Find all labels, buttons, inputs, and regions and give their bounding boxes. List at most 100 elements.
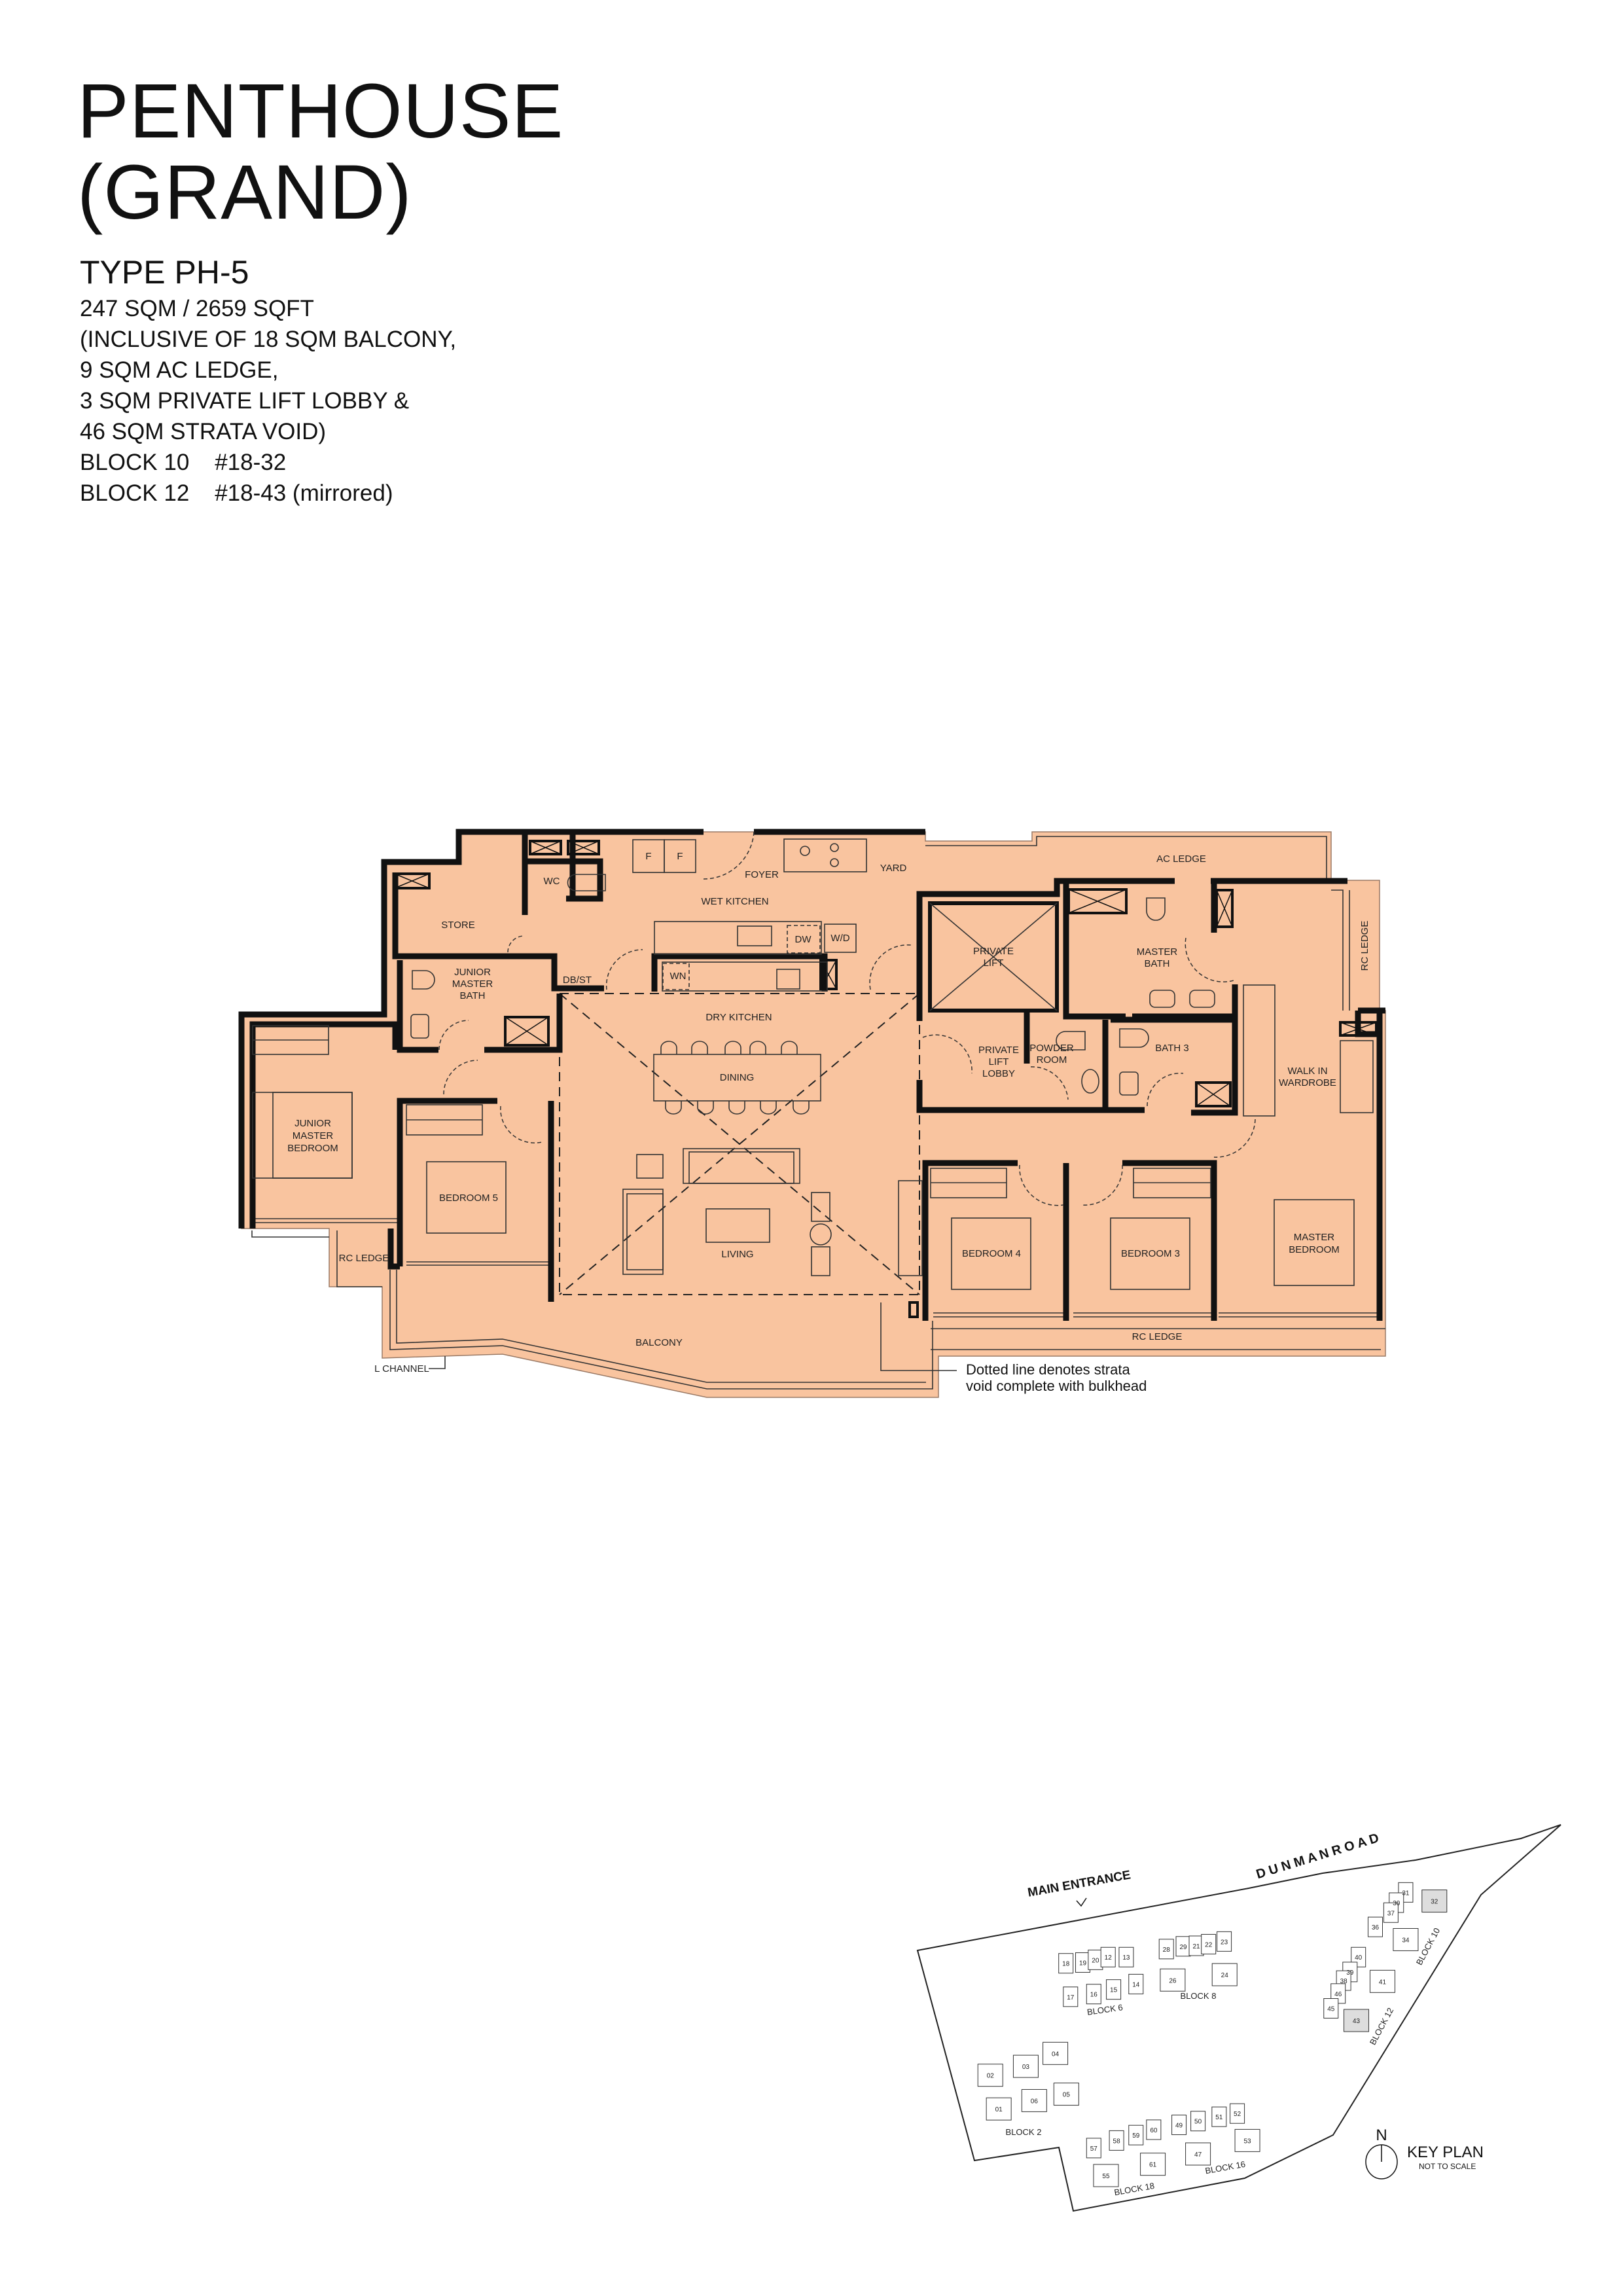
unit-number: 41 [1379,1979,1387,1986]
label-junior-master-bath: MASTER [452,978,493,990]
wet-kitchen-counter [654,921,822,955]
unit-outline [1368,1916,1383,1937]
detail-strata-void: 46 SQM STRATA VOID) [80,419,326,444]
rc-ledge-left-outline [251,1230,382,1287]
block-2-label: BLOCK 2 [1006,2127,1042,2137]
unit-number: 53 [1244,2138,1252,2145]
unit-number: 15 [1110,1987,1118,1994]
note-leader [880,1302,957,1371]
unit-outline [1171,2115,1187,2136]
unit-number: 12 [1105,1954,1113,1962]
unit-outline [1158,1939,1174,1960]
bedroom-5-bed [426,1161,507,1234]
unit-outline [977,2064,1003,2087]
washer-dryer [824,924,857,953]
unit-number: 59 [1132,2132,1140,2140]
key-plan-title: KEY PLAN [1407,2144,1484,2161]
site-boundary [916,1824,1561,2212]
label-balcony: BALCONY [635,1337,683,1348]
label-private-lift-lobby: PRIVATE [978,1045,1019,1056]
unit-number: 43 [1353,2018,1361,2025]
label-wn: WN [670,971,687,982]
label-private-lift-lobby: LIFT [989,1056,1009,1067]
unit-outline [1230,2103,1245,2124]
title-line-2: (GRAND) [77,149,412,236]
label-bedroom-3: BEDROOM 3 [1121,1248,1180,1259]
floor-plan: STORE WC F F FOYER WET KITCHEN DW W/D YA… [238,829,1386,1398]
label-store: STORE [441,920,474,931]
unit-number: 45 [1327,2006,1335,2013]
unit-number: 28 [1163,1946,1171,1954]
unit-outline [1211,1963,1238,1986]
unit-number: 06 [1031,2098,1039,2105]
balcony-edge [389,1270,933,1390]
unit-number: 26 [1169,1977,1177,1984]
kitchen-fittings [632,838,867,992]
label-walk-in-wardrobe: WARDROBE [1279,1077,1336,1088]
dishwasher [787,925,821,954]
unit-number: 58 [1113,2138,1121,2145]
unit-number: 30 [1393,1900,1400,1907]
unit-outline [986,2097,1012,2121]
doors [438,831,1256,1206]
unit-outline [1383,1902,1399,1923]
label-rc-ledge-right: RC LEDGE [1359,921,1370,971]
unit-number: 19 [1079,1960,1087,1967]
unit-number: 37 [1387,1910,1395,1917]
bedroom-4-bed [951,1217,1031,1290]
label-yard: YARD [880,863,907,874]
block-6-label: BLOCK 6 [1086,2002,1123,2017]
entrance-arrow-icon [1076,1897,1087,1907]
fridge-2 [664,839,696,873]
detail-block-12: BLOCK 12 #18-43 (mirrored) [80,480,393,506]
unit-outline [1109,2130,1124,2151]
unit-number: 22 [1205,1941,1213,1948]
unit-number: 21 [1192,1943,1200,1950]
label-fridge-1: F [645,851,651,862]
rc-ledge-bottom-outline [931,1328,1385,1350]
unit-outline [1146,2119,1162,2140]
unit-outline [1393,1928,1419,1951]
unit-outline [1043,2041,1069,2065]
unit-outline [1323,1998,1339,2019]
unit-number: 02 [987,2073,995,2080]
unit-outline [1021,2089,1047,2112]
unit-outline [1211,2106,1227,2127]
label-bath-3: BATH 3 [1155,1043,1188,1054]
bedroom-3-bed [1110,1217,1190,1290]
hob [783,838,867,872]
label-wc: WC [544,876,560,887]
detail-ac-ledge: 9 SQM AC LEDGE, [80,357,279,383]
strata-void-outline [559,993,920,1295]
label-master-bedroom: MASTER [1294,1232,1335,1243]
unit-outline [1201,1933,1217,1954]
detail-balcony: (INCLUSIVE OF 18 SQM BALCONY, [80,327,457,352]
unit-number: 05 [1063,2092,1071,2099]
unit-number: 36 [1372,1924,1380,1931]
label-walk-in-wardrobe: WALK IN [1287,1066,1327,1077]
l-channel-leader [429,1356,446,1369]
label-powder-room: ROOM [1037,1054,1067,1066]
private-lift-shaft [928,901,1059,1013]
unit-number: 14 [1132,1981,1140,1988]
unit-outline [1086,1984,1101,2005]
unit-number: 18 [1062,1961,1070,1968]
dining-table [653,1054,821,1102]
unit-outline [1106,1979,1122,2000]
label-wet-kitchen: WET KITCHEN [701,896,768,907]
unit-number: 60 [1150,2127,1158,2134]
label-fridge-2: F [677,851,683,862]
label-dry-kitchen: DRY KITCHEN [705,1012,772,1023]
strata-note-line-1: Dotted line denotes strata [966,1361,1130,1378]
detail-block-10: BLOCK 10 #18-32 [80,450,287,475]
unit-number: 38 [1340,1978,1348,1985]
unit-number: 46 [1334,1991,1342,1998]
unit-outline [1369,1969,1395,1993]
label-private-lift: PRIVATE [973,946,1014,957]
service-shafts [393,840,1378,1318]
label-dw: DW [795,934,812,945]
unit-number: 34 [1402,1937,1410,1944]
label-wd: W/D [830,933,849,944]
